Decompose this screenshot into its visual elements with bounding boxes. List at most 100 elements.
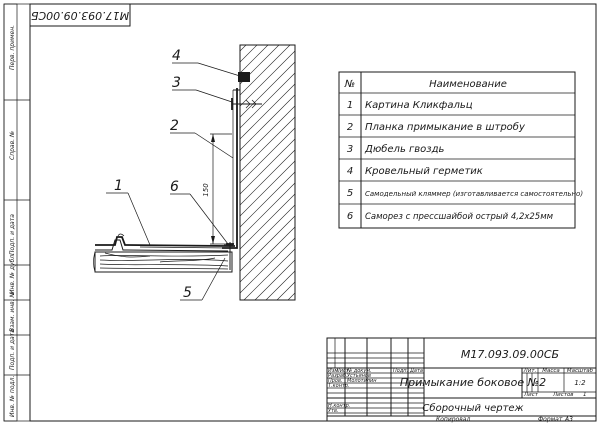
wall [239,0,296,414]
tb-sheet-label: Лист [523,392,539,398]
roof-deck [93,251,233,273]
parts-header-name: Наименование [429,79,507,90]
hatch-line [240,50,295,107]
rotated-drawing-code: M17.093.09.00СБ [31,9,129,22]
parts-table: № Наименование 1 Картина Кликфальц 2 Пла… [338,71,583,229]
tb-lit: Лит. [523,368,537,374]
tb-data: Дата [409,368,423,374]
parts-row-no: 6 [347,211,353,222]
parts-row-no: 1 [347,100,353,111]
hatch-line [240,171,295,228]
hatch-line [240,83,295,140]
callout-numbers: 4 3 2 1 6 5 [114,48,192,301]
podp-data-label-1: Подп. и дата [9,214,16,255]
hatch-line [240,359,295,414]
hatch-line [240,127,295,184]
hatch-line [240,45,247,52]
hatch-line [240,94,295,151]
tb-doc-type: Сборочный чертеж [422,402,523,414]
dimension-value: 150 [202,183,210,197]
parts-row-name: Картина Кликфальц [365,100,473,111]
hatch-line [240,138,295,195]
hatch-line [240,149,295,206]
leader-lines [106,62,241,301]
callout-2: 2 [170,118,179,134]
hatch-line [240,116,295,173]
parts-row-name: Самодельный кляммер (изготавливается сам… [365,190,583,198]
tb-nkontr: Н.контр. [328,403,350,409]
tb-prov: Пров. [328,378,343,384]
hatch-line [240,348,295,403]
tb-podp: Подп. [393,368,408,374]
tb-massa: Масса [542,368,560,374]
tb-razrab-name: Устьянов [347,373,371,379]
tb-format-label: Формат [538,416,563,423]
hatch-line [240,315,295,370]
tb-sheets-label: Листов [552,392,574,398]
perv-primen-label: Перв. примен. [9,25,16,70]
tb-format-value: А3 [564,416,573,423]
callout-3: 3 [172,75,181,91]
tb-utv: Утв. [328,408,339,414]
parts-header-no: № [344,79,355,90]
roof-panel-klikfalc [95,233,235,252]
hatch-line [240,45,258,63]
hatch-line [240,45,291,96]
dimension-150: 150 [202,133,232,245]
hatch-line [240,182,295,239]
parts-row-no: 2 [347,122,353,133]
callout-4: 4 [172,48,181,64]
tb-designation: M17.093.09.00СБ [461,348,559,361]
tb-izm: Изм. [328,368,340,374]
tb-tkontr: Т.контр. [328,383,350,389]
flashing-strip [222,88,240,249]
hatch-line [240,105,295,162]
left-strip-labels: Перв. примен. Справ. № Подп. и дата Инв.… [9,25,16,417]
inv-dubl-label: Инв. № дубл. [9,253,16,294]
sheet-frame [3,3,597,422]
podp-data-label-2: Подп. и дата [9,329,16,370]
hatch-line [240,326,295,381]
sealant-block [238,72,250,82]
tb-masshtab: Масштаб [567,368,594,374]
inv-podl-label: Инв. № подл. [9,376,16,417]
tb-prov-name: Молотилин [347,378,377,384]
hatch-line [240,215,295,272]
hatch-line [240,193,295,250]
parts-row-name: Планка примыкание в штробу [365,121,526,133]
parts-row-no: 5 [347,188,353,199]
vzam-inv-label: Взам. инв. № [9,291,16,332]
tb-title: Примыкание боковое №2 [400,376,546,389]
hatch-line [254,259,295,300]
tb-sheets-value: 1 [583,392,587,398]
hatch-line [265,270,295,300]
callout-5: 5 [183,285,192,301]
parts-row-no: 3 [347,144,353,155]
callout-6: 6 [170,179,179,195]
parts-row-no: 4 [347,166,353,177]
hatch-line [240,337,295,392]
callout-1: 1 [114,178,123,194]
tb-razrab: Разраб. [328,373,348,379]
hatch-line [240,226,295,283]
hatch-line [240,0,295,40]
rotated-code-box: M17.093.09.00СБ [29,3,131,27]
tb-n-dokum: № докум. [346,368,372,374]
tb-scale-value: 1:2 [574,379,586,387]
parts-row-name: Кровельный герметик [365,166,483,177]
hatch-line [287,292,295,300]
title-block: Изм. Лист № докум. Подп. Дата Разраб. Ус… [326,337,597,423]
hatch-line [240,72,295,129]
dowel-nail [231,98,262,110]
hatch-line [240,304,295,359]
hatch-line [240,237,295,294]
hatch-line [240,204,295,261]
sprav-no-label: Справ. № [9,131,16,160]
hatch-line [240,61,295,118]
tb-list: Лист [335,368,350,374]
hatch-line [276,281,295,300]
hatch-line [240,160,295,217]
hatch-line [243,248,295,300]
